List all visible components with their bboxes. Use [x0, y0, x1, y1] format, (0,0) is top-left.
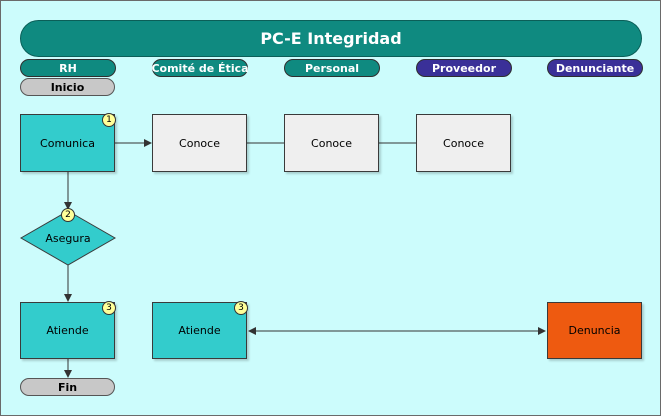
decision-asegura-shape[interactable]: [19, 210, 117, 266]
activity-denuncia[interactable]: Denuncia: [547, 302, 642, 359]
activity-conoce-comite-label: Conoce: [179, 136, 220, 150]
activity-conoce-personal-label: Conoce: [311, 136, 352, 150]
activity-conoce-personal[interactable]: Conoce: [284, 114, 379, 172]
activity-atiende-rh[interactable]: Atiende: [20, 302, 115, 359]
lane-comite-de-etica: Comité de Ética: [151, 59, 249, 77]
activity-atiende-comite-label: Atiende: [178, 324, 221, 337]
activity-conoce-proveedor[interactable]: Conoce: [416, 114, 511, 172]
decision-asegura-label: Asegura: [45, 231, 91, 245]
start-terminal[interactable]: Inicio: [20, 78, 115, 96]
activity-comunica[interactable]: Comunica: [20, 114, 115, 172]
lane-personal: Personal: [284, 59, 380, 77]
activity-conoce-comite[interactable]: Conoce: [152, 114, 247, 172]
step-badge-2: 2: [61, 208, 75, 222]
lane-denunciante: Denunciante: [547, 59, 643, 77]
activity-comunica-label: Comunica: [40, 136, 95, 150]
step-badge-3b: 3: [234, 301, 248, 315]
activity-denuncia-label: Denuncia: [568, 324, 621, 337]
activity-atiende-rh-label: Atiende: [46, 324, 89, 337]
activity-atiende-comite[interactable]: Atiende: [152, 302, 247, 359]
diagram-title: PC-E Integridad: [20, 20, 642, 57]
step-badge-3a: 3: [102, 301, 116, 315]
end-terminal[interactable]: Fin: [20, 378, 115, 396]
lane-proveedor: Proveedor: [416, 59, 512, 77]
lane-rh: RH: [20, 59, 116, 77]
activity-conoce-proveedor-label: Conoce: [443, 136, 484, 150]
step-badge-1: 1: [102, 113, 116, 127]
